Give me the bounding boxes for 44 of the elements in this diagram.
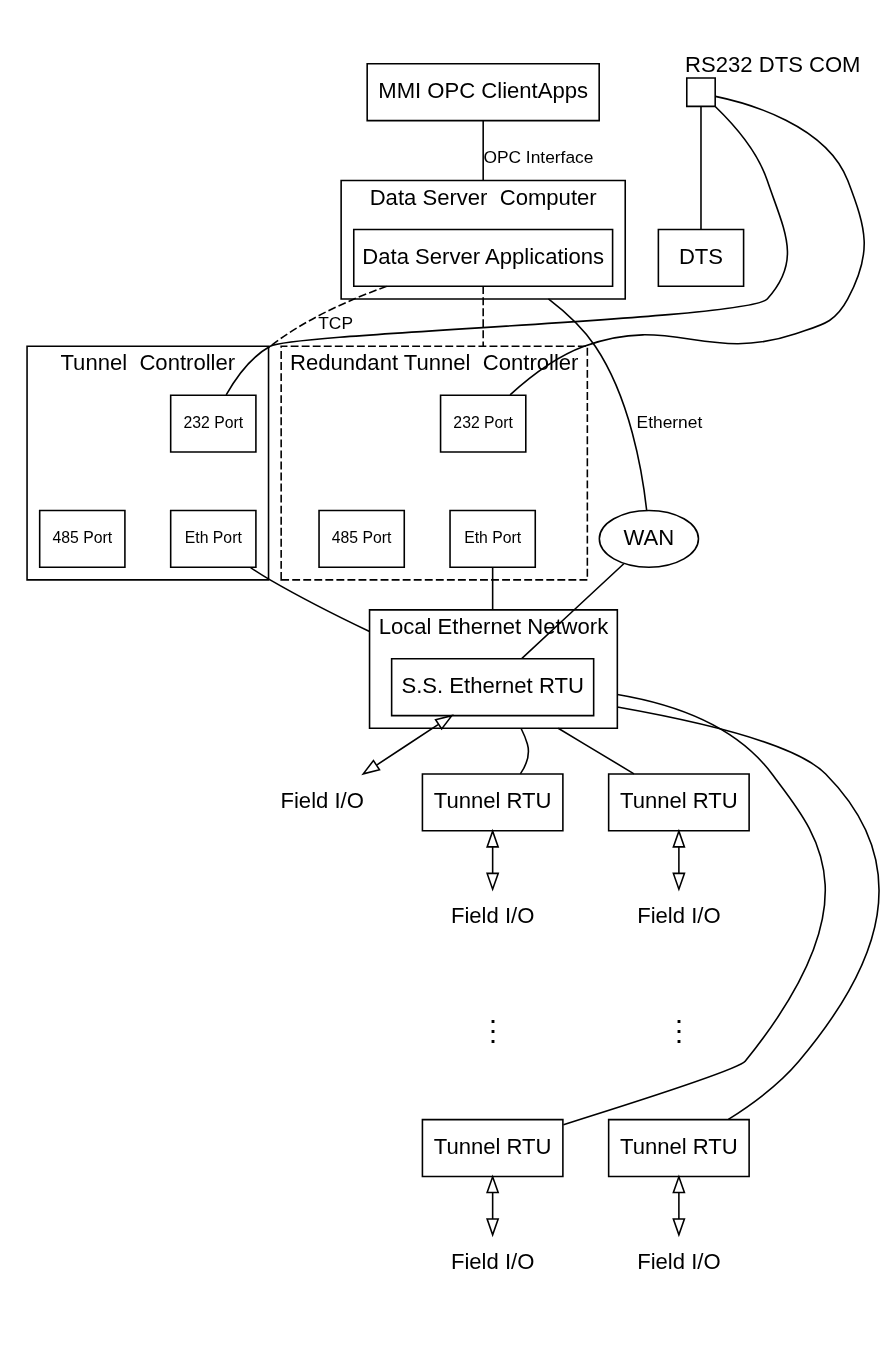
- connector: [491, 566, 494, 611]
- arrow: [361, 714, 454, 776]
- connector: [700, 105, 702, 231]
- node-text: Field I/O: [450, 1249, 535, 1275]
- node-box: 232 Port: [439, 394, 527, 453]
- connector: [519, 727, 530, 775]
- node-box: Data Server Applications: [352, 228, 614, 288]
- node-box: 485 Port: [318, 509, 406, 569]
- node-box: [686, 77, 716, 108]
- node-text: Field I/O: [637, 1249, 721, 1275]
- node-box: S.S. Ethernet RTU: [390, 658, 595, 717]
- node-box: MMI OPC ClientApps: [366, 63, 600, 122]
- label: ⋮: [478, 1013, 507, 1046]
- connector: [482, 285, 484, 348]
- node-box: Tunnel RTU: [607, 773, 750, 832]
- edge-label: Ethernet: [636, 412, 703, 433]
- node-box: Tunnel RTU: [421, 1118, 564, 1178]
- label: ⋮: [664, 1013, 693, 1046]
- connector: [547, 298, 648, 512]
- connector: [482, 119, 484, 182]
- edge-label: OPC Interface: [483, 146, 594, 167]
- node-box: Tunnel RTU: [607, 1118, 750, 1178]
- node-ellipse: WAN: [598, 509, 700, 569]
- connector: [557, 727, 635, 775]
- node-box: 232 Port: [169, 394, 257, 453]
- node-text: Field I/O: [637, 903, 721, 929]
- node-box: 485 Port: [38, 509, 126, 569]
- node-text: Field I/O: [450, 903, 535, 929]
- connector: [249, 566, 371, 633]
- arrow: [486, 828, 500, 892]
- connector: [225, 106, 789, 396]
- node-text: Field I/O: [280, 788, 364, 814]
- connector: [562, 693, 826, 1126]
- node-label: RS232 DTS COM: [685, 51, 861, 77]
- node-box: Eth Port: [169, 509, 257, 569]
- connector: [509, 95, 865, 396]
- arrow: [672, 828, 686, 892]
- arrow: [486, 1174, 500, 1238]
- node-box: Eth Port: [449, 509, 537, 569]
- connector: [616, 706, 880, 1121]
- edge-label: TCP: [318, 312, 353, 333]
- node-box: DTS: [657, 228, 745, 288]
- arrow: [672, 1174, 686, 1238]
- node-box: Tunnel RTU: [421, 773, 564, 832]
